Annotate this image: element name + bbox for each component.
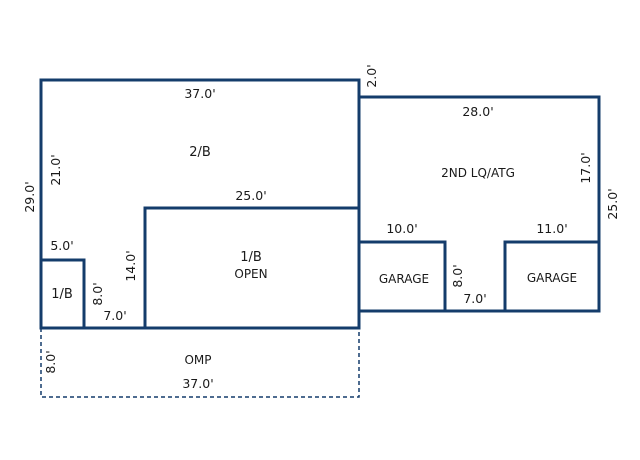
dim-notch-depth: 8.0' (450, 264, 465, 287)
dim-garage-right-width: 11.0' (536, 221, 567, 236)
dim-porch-depth: 8.0' (43, 350, 58, 373)
room-label-small: 1/B (51, 287, 73, 302)
main-building-outline (39, 78, 361, 330)
dim-open-height: 14.0' (123, 250, 138, 281)
open-room-walls (143, 206, 361, 330)
dim-top-width: 37.0' (184, 86, 215, 101)
dim-small-width: 5.0' (50, 238, 73, 253)
dim-small-height: 8.0' (90, 282, 105, 305)
room-label-first-open: 1/B (240, 250, 262, 265)
right-building-outline (357, 95, 601, 313)
dim-porch-width: 37.0' (182, 376, 213, 391)
dim-right-top-width: 28.0' (462, 104, 493, 119)
small-room-walls (39, 258, 86, 330)
room-label-garage-right: GARAGE (527, 271, 577, 285)
room-label-garage-left: GARAGE (379, 272, 429, 286)
room-label-second-floor: 2/B (189, 145, 211, 160)
dim-right-upper-height: 17.0' (578, 152, 593, 183)
dim-garage-left-width: 10.0' (386, 221, 417, 236)
dim-left-height: 29.0' (22, 181, 37, 212)
dim-offset: 2.0' (364, 64, 379, 87)
room-label-porch: OMP (184, 353, 211, 367)
dim-right-total-height: 25.0' (605, 188, 620, 219)
dim-upper-left-height: 21.0' (48, 154, 63, 185)
room-label-upper-right: 2ND LQ/ATG (441, 166, 515, 180)
dim-step-width: 7.0' (103, 308, 126, 323)
dim-notch-width: 7.0' (463, 291, 486, 306)
room-label-first-open-sub: OPEN (234, 267, 267, 281)
dim-open-width: 25.0' (235, 188, 266, 203)
porch-outline (40, 328, 360, 398)
